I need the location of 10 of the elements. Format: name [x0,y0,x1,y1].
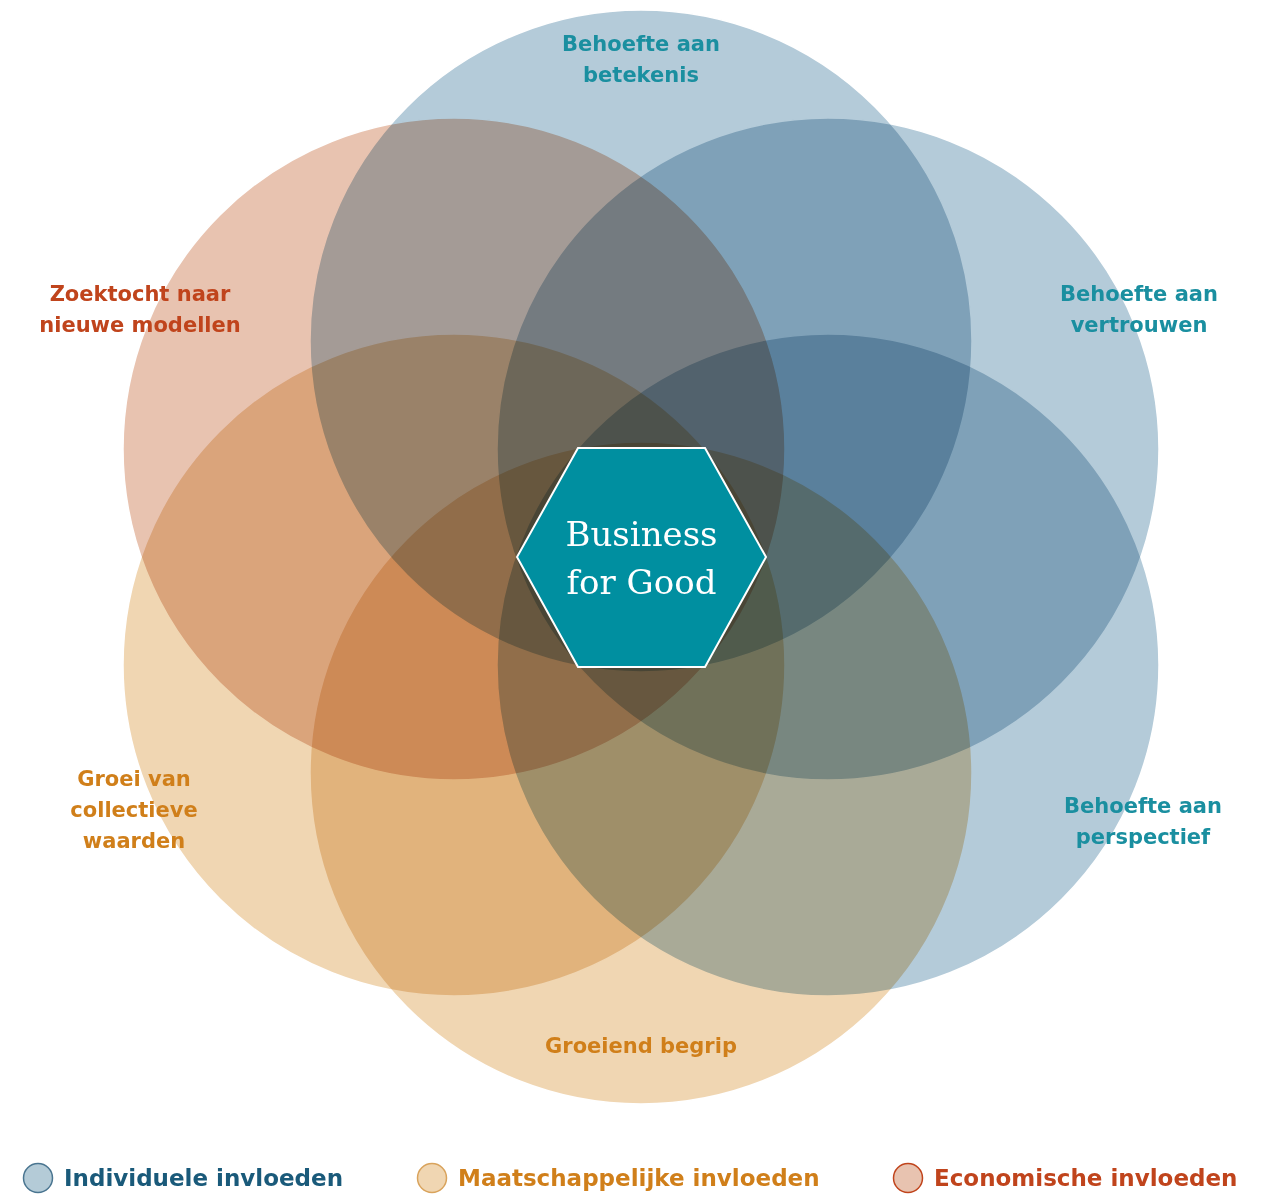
legend-label: Maatschappelijke invloeden [458,1165,820,1191]
circle-label: Groei van collectieve waarden [69,765,199,855]
circle-label: Groeiend begrip [544,1032,738,1060]
center-title: Business for Good [564,512,719,604]
circle-label: Zoektocht naar nieuwe modellen [38,281,242,339]
legend-label: Economische invloeden [934,1165,1238,1191]
circle-label: Behoefte aan betekenis [561,31,721,89]
legend-label: Individuele invloeden [64,1165,344,1191]
circle-label: Behoefte aan perspectief [1063,793,1223,851]
circle-label: Behoefte aan vertrouwen [1059,281,1219,339]
